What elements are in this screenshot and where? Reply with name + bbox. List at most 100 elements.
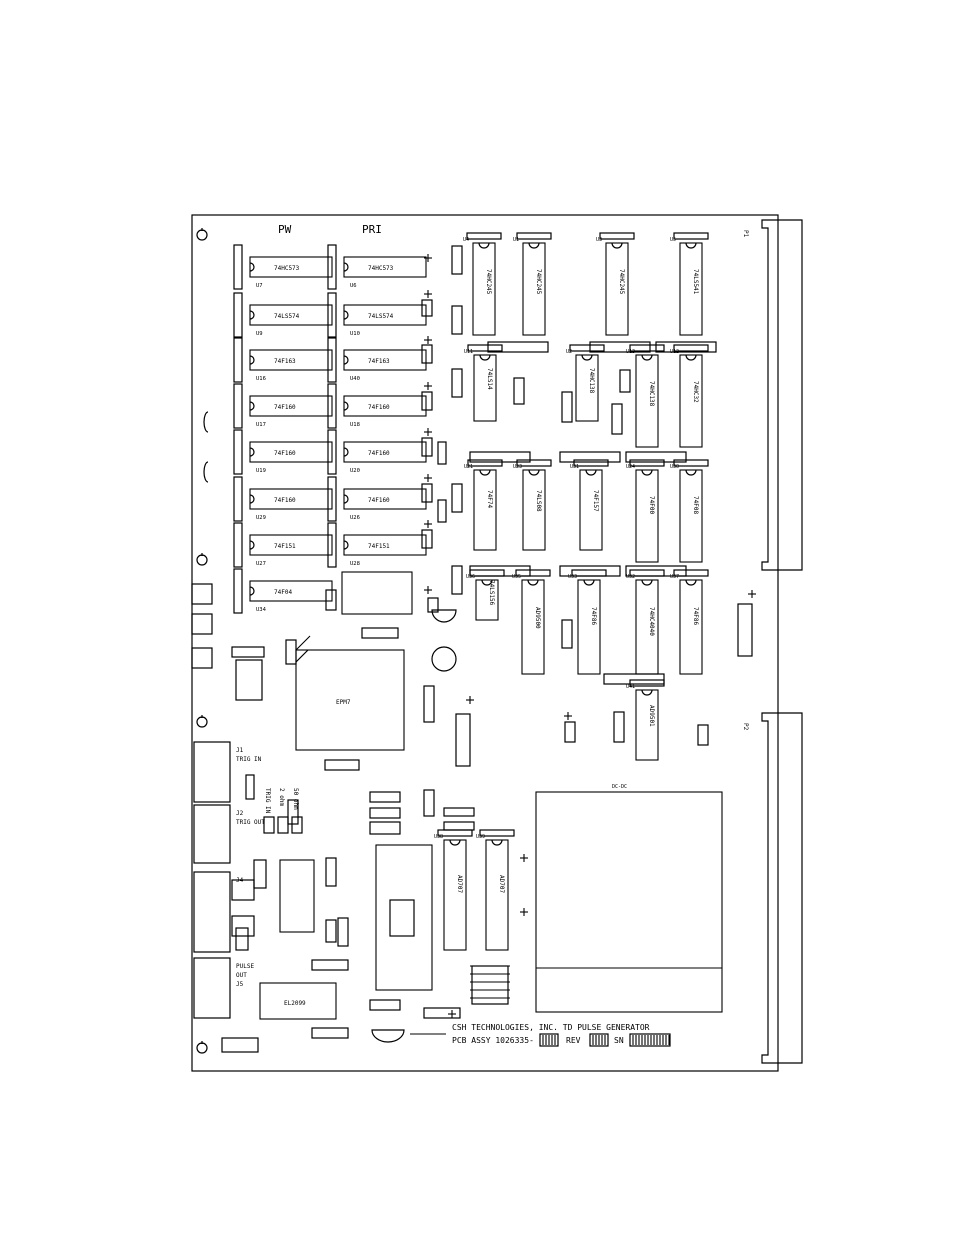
passive-57: [559, 565, 621, 577]
switch-s2: [191, 613, 213, 635]
passive-17: [611, 403, 623, 435]
led-d2: [203, 461, 209, 483]
bypass-u23: [516, 459, 552, 467]
passive-7: [421, 344, 433, 364]
connector-label-0-1: TRIG IN: [236, 756, 262, 763]
passive-62: [655, 341, 717, 353]
chip-ref-u27: U27: [256, 561, 266, 567]
chip-notch-u34: [249, 586, 255, 596]
chip-u3: [605, 242, 629, 336]
chip-label-u11: 74LS14: [486, 368, 493, 390]
chip-label-u6: 74HC573: [368, 265, 394, 272]
chip-label-u40: 74F163: [368, 358, 390, 365]
chip-notch-u32: [641, 579, 653, 586]
chip-ref-u17: U17: [256, 422, 266, 428]
passive-16: [561, 619, 573, 649]
chip-ref-u2: U2: [566, 349, 572, 355]
passive-50: [455, 713, 471, 767]
switch-s1: [191, 583, 213, 605]
passive-21: [613, 711, 625, 743]
passive-51: [423, 685, 435, 723]
passive-2: [451, 305, 463, 335]
chip-u12: [679, 354, 703, 448]
bypass-u18: [327, 383, 337, 429]
mounting-hole-4: [196, 1041, 208, 1054]
bypass-u27: [233, 522, 243, 568]
connector-label-0-0: J1: [236, 747, 244, 754]
chip-notch-u38: [449, 839, 461, 846]
chip-u11: [473, 354, 497, 422]
switch-s3: [191, 647, 213, 669]
chip-label-u27: 74F151: [274, 543, 296, 550]
passive-9: [421, 437, 433, 457]
chip-notch-u24: [641, 469, 653, 476]
chip-label-u16: 74F163: [274, 358, 296, 365]
oscillator-can: [341, 571, 413, 615]
chip-u1: [522, 242, 546, 336]
bypass-u34: [233, 568, 243, 614]
transformer-block: [279, 859, 315, 933]
bypass-u31: [573, 459, 609, 467]
connector-pulse: [193, 957, 231, 1019]
passive-40: [235, 927, 249, 951]
bypass-u3: [599, 232, 635, 240]
passive-39: [253, 859, 267, 889]
jumper-label-2: 50 ohm: [292, 788, 299, 810]
passive-11: [421, 529, 433, 549]
passive-14: [513, 377, 525, 405]
chip-notch-u7: [249, 262, 255, 272]
chip-label-u28: 74F151: [368, 543, 390, 550]
edge-connector-label-p1: P1: [742, 230, 749, 238]
passive-47: [423, 1007, 461, 1019]
chip-notch-u3: [611, 242, 623, 249]
passive-24: [285, 639, 297, 665]
chip-u37: [679, 579, 703, 675]
chip-notch-u39: [491, 839, 503, 846]
chip-label-u29: 74F160: [274, 497, 296, 504]
chip-ref-u9: U9: [256, 331, 263, 337]
passive-23: [427, 597, 439, 613]
passive-53: [469, 451, 531, 463]
chip-notch-u30: [685, 469, 697, 476]
chip-u24: [635, 469, 659, 563]
passive-12: [437, 441, 447, 465]
bypass-u24: [629, 459, 665, 467]
chip-u35: [521, 579, 545, 675]
passive-15: [561, 391, 573, 423]
header-label-pw: PW: [278, 223, 292, 236]
chip-notch-u40: [343, 355, 349, 365]
bypass-u2: [569, 344, 605, 352]
bypass-u30: [673, 459, 709, 467]
chip-notch-u26: [343, 494, 349, 504]
chip-u28: [343, 534, 427, 556]
jumper-0: [263, 816, 275, 834]
passive-4: [451, 483, 463, 513]
chip-label-u34: 74F04: [274, 589, 292, 596]
chip-label-u33: 74F86: [590, 607, 597, 625]
chip-label-u17: 74F160: [274, 404, 296, 411]
chip-u34: [249, 580, 333, 602]
chip-notch-u6: [343, 262, 349, 272]
chip-label-u12: 74HC32: [692, 381, 699, 403]
passive-59: [603, 673, 665, 685]
chip-label-u36: 74LS156: [488, 580, 495, 606]
chip-u40: [343, 349, 427, 371]
chip-notch-u10: [343, 310, 349, 320]
passive-55: [625, 451, 687, 463]
chip-ref-u5: U5: [670, 237, 676, 243]
passive-49: [221, 1037, 259, 1053]
chip-ref-u40: U40: [350, 376, 360, 382]
passive-41: [311, 959, 349, 971]
passive-27: [287, 799, 299, 825]
footer-sn-label: SN: [614, 1036, 624, 1045]
chip-label-u22: EPM7: [336, 699, 351, 706]
bypass-u7: [233, 244, 243, 290]
chip-ref-u4: U4: [463, 237, 469, 243]
bypass-u33: [571, 569, 607, 577]
board-outline: [191, 214, 779, 1072]
chip-u5: [679, 242, 703, 336]
chip-notch-u35: [527, 579, 539, 586]
chip-u21: [473, 469, 497, 551]
bypass-u10: [327, 292, 337, 338]
chip-notch-u11: [479, 354, 491, 361]
